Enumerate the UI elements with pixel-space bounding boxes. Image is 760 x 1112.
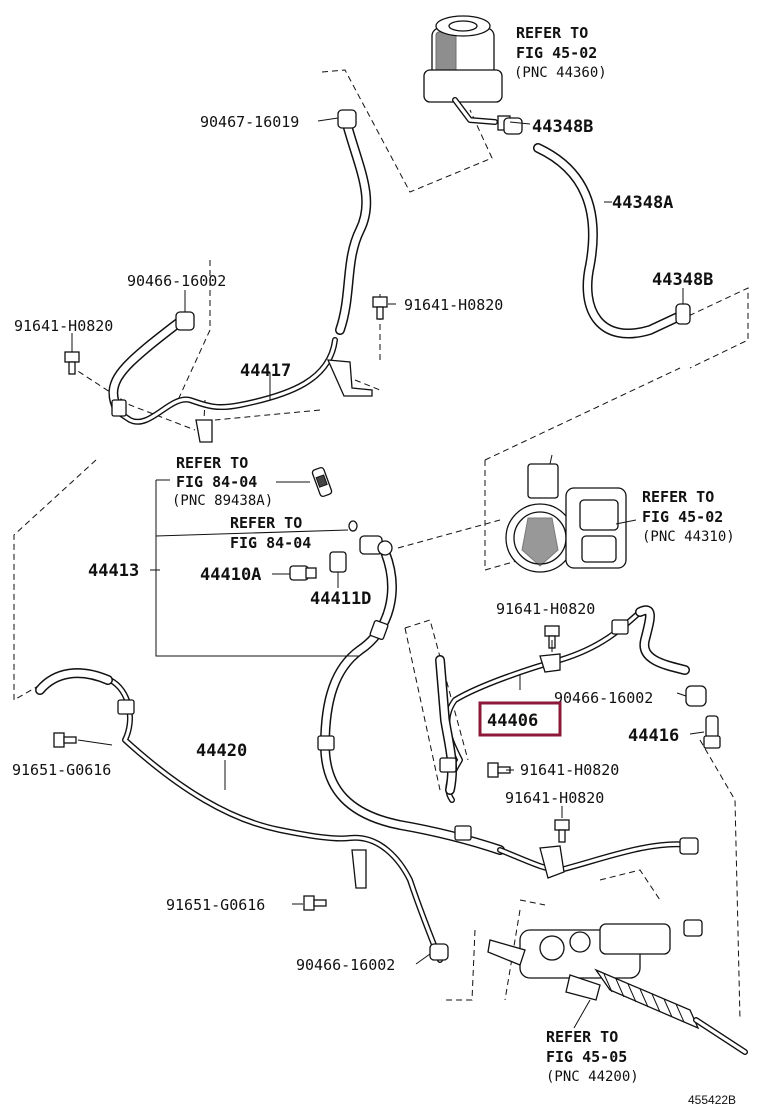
diagram-code: 455422B <box>688 1093 736 1107</box>
ref-pump-reservoir-line1: REFER TO <box>516 24 588 42</box>
part-90466-16002-b: 90466-16002 <box>554 689 653 707</box>
ref-sensor-line1: REFER TO <box>176 454 248 472</box>
vane-pump-icon <box>505 454 627 573</box>
part-44348a: 44348A <box>612 193 673 213</box>
part-44413: 44413 <box>88 561 139 581</box>
part-91651-g0616-left: 91651-G0616 <box>12 761 111 779</box>
ref-vane-pump-line2: FIG 45-02 <box>642 508 723 526</box>
part-44348b-top: 44348B <box>532 117 593 137</box>
ref-steering-gear-line2: FIG 45-05 <box>546 1048 627 1066</box>
part-91641-h0820-r1: 91641-H0820 <box>496 600 595 618</box>
ref-pump-reservoir-line2: FIG 45-02 <box>516 44 597 62</box>
part-90467-16019: 90467-16019 <box>200 113 299 131</box>
part-44348b-right: 44348B <box>652 270 713 290</box>
part-44420: 44420 <box>196 741 247 761</box>
part-44416: 44416 <box>628 726 679 746</box>
part-91641-h0820-r3: 91641-H0820 <box>505 789 604 807</box>
reservoir-icon <box>423 15 511 131</box>
callout-labels: REFER TO FIG 45-02 (PNC 44360) 44348B 44… <box>12 24 736 1107</box>
hose-44348a <box>533 143 685 339</box>
part-91641-h0820-left: 91641-H0820 <box>14 317 113 335</box>
bolt-icons <box>53 296 570 911</box>
union-bolt-44410a-icon <box>289 565 317 581</box>
ref-pump-reservoir-line3: (PNC 44360) <box>514 65 607 81</box>
bracket-icons <box>195 359 565 889</box>
part-44417: 44417 <box>240 361 291 381</box>
part-91641-h0820-mid: 91641-H0820 <box>404 296 503 314</box>
pressure-sensor-icon <box>311 466 333 498</box>
ref-steering-gear-line3: (PNC 44200) <box>546 1069 639 1085</box>
ref-oring-line1: REFER TO <box>230 514 302 532</box>
ref-vane-pump-line3: (PNC 44310) <box>642 529 735 545</box>
part-91641-h0820-r2: 91641-H0820 <box>520 761 619 779</box>
hose-left-small <box>108 313 190 415</box>
leader-lines <box>71 117 705 1029</box>
part-90466-16002-c: 90466-16002 <box>296 956 395 974</box>
part-44410a: 44410A <box>200 565 261 585</box>
part-44411d: 44411D <box>310 589 371 609</box>
pipe-to-gear <box>497 841 693 873</box>
gasket-44411d-icon <box>329 551 347 573</box>
union-fitting-icon <box>359 535 393 556</box>
part-91651-g0616-mid: 91651-G0616 <box>166 896 265 914</box>
sensor-and-fittings <box>289 466 721 937</box>
part-90466-16002-a: 90466-16002 <box>127 272 226 290</box>
highlight-box-44406 <box>478 701 562 737</box>
ref-steering-gear-line1: REFER TO <box>546 1028 618 1046</box>
ref-sensor-line2: FIG 84-04 <box>176 473 257 491</box>
ref-oring-line2: FIG 84-04 <box>230 534 311 552</box>
part-44406: 44406 <box>487 711 538 731</box>
o-ring-icon <box>348 520 358 532</box>
union-44416-icon <box>703 715 721 749</box>
steering-gear-icon <box>487 923 748 1055</box>
ref-vane-pump-line1: REFER TO <box>642 488 714 506</box>
ref-sensor-line3: (PNC 89438A) <box>172 493 273 509</box>
